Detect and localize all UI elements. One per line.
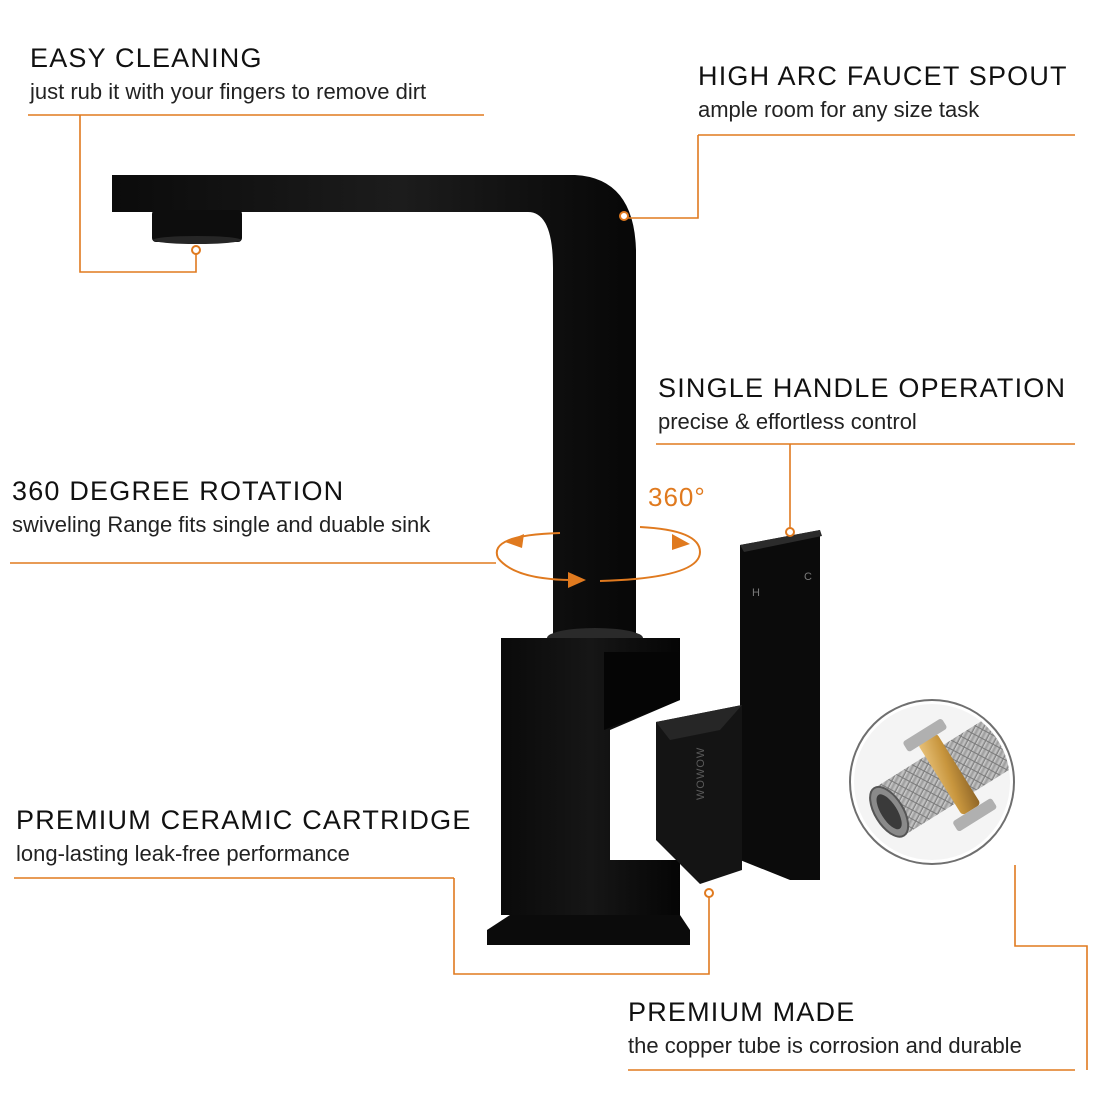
brand-mark: WOWOW bbox=[695, 747, 707, 800]
callout-title: 360 DEGREE ROTATION bbox=[12, 476, 345, 506]
callout-subtitle: the copper tube is corrosion and durable bbox=[628, 1033, 1022, 1058]
callout-easy-cleaning: EASY CLEANING just rub it with your fing… bbox=[30, 42, 426, 106]
callout-single-handle: SINGLE HANDLE OPERATION precise & effort… bbox=[658, 372, 1066, 436]
callout-subtitle: swiveling Range fits single and duable s… bbox=[12, 512, 431, 537]
lever-handle bbox=[740, 530, 820, 880]
callout-title: PREMIUM MADE bbox=[628, 997, 856, 1027]
faucet-base bbox=[487, 915, 690, 945]
faucet: H C WOWOW bbox=[112, 175, 822, 945]
callout-subtitle: precise & effortless control bbox=[658, 409, 917, 434]
rotation-degree-label: 360° bbox=[648, 482, 706, 512]
callout-premium-made: PREMIUM MADE the copper tube is corrosio… bbox=[628, 996, 1022, 1060]
callout-lines bbox=[10, 114, 1088, 1071]
handle-hot-marking: H bbox=[752, 587, 760, 599]
callout-title: SINGLE HANDLE OPERATION bbox=[658, 373, 1067, 403]
callout-title: EASY CLEANING bbox=[30, 43, 263, 73]
callout-title: PREMIUM CERAMIC CARTRIDGE bbox=[16, 805, 472, 835]
callout-ceramic: PREMIUM CERAMIC CARTRIDGE long-lasting l… bbox=[16, 804, 472, 868]
callout-subtitle: just rub it with your fingers to remove … bbox=[30, 79, 427, 104]
handle-cold-marking: C bbox=[804, 571, 812, 583]
copper-tube-inset bbox=[849, 699, 1015, 865]
callout-high-arc: HIGH ARC FAUCET SPOUT ample room for any… bbox=[698, 60, 1068, 124]
spout-arm bbox=[112, 175, 636, 638]
callout-title: HIGH ARC FAUCET SPOUT bbox=[698, 61, 1068, 91]
aerator bbox=[152, 210, 242, 242]
callout-subtitle: ample room for any size task bbox=[698, 97, 980, 122]
callout-dots bbox=[191, 211, 795, 898]
callout-subtitle: long-lasting leak-free performance bbox=[16, 841, 350, 866]
rotation-arrows bbox=[495, 526, 702, 588]
callout-rotation: 360 DEGREE ROTATION swiveling Range fits… bbox=[12, 475, 430, 539]
